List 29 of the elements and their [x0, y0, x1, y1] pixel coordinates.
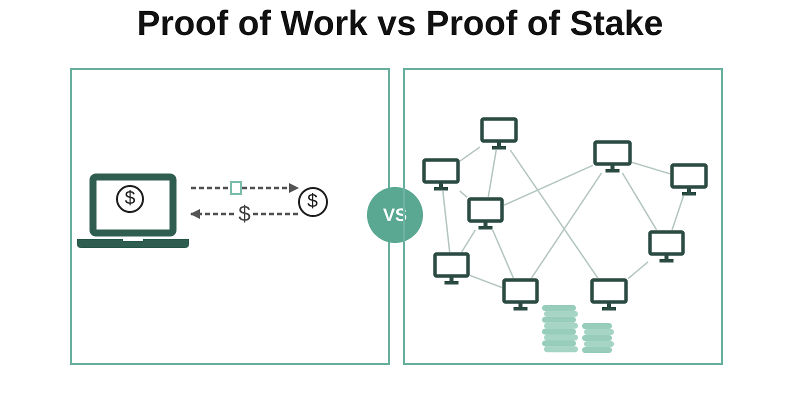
square-marker [230, 180, 242, 194]
network-link [470, 274, 502, 288]
dashed-arrow [190, 209, 298, 219]
network-link [492, 230, 514, 278]
network-link [530, 172, 602, 278]
network-link [628, 261, 648, 280]
network-link [510, 150, 598, 278]
computer-monitor-icon [670, 162, 708, 196]
computer-monitor-icon [590, 278, 628, 310]
computer-monitor-icon [422, 158, 460, 190]
computer-monitor-icon [648, 230, 684, 262]
computer-monitor-icon [466, 196, 504, 230]
network-link [632, 162, 670, 174]
network-link [459, 190, 468, 198]
network-link [460, 146, 480, 162]
dashed-arrow [242, 183, 299, 193]
computer-monitor-icon [480, 116, 518, 150]
computer-monitor-icon [592, 140, 632, 172]
network-link [671, 196, 684, 230]
network-link [622, 172, 658, 230]
dollar-coin: $ [298, 186, 328, 216]
network-link [504, 164, 594, 206]
computer-monitor-icon [502, 278, 538, 310]
network-link [442, 190, 450, 252]
title: Proof of Work vs Proof of Stake [136, 4, 664, 44]
network-link [488, 150, 497, 198]
computer-monitor-icon [432, 252, 470, 284]
network-link [461, 230, 476, 252]
edge-label: $ [237, 203, 252, 225]
